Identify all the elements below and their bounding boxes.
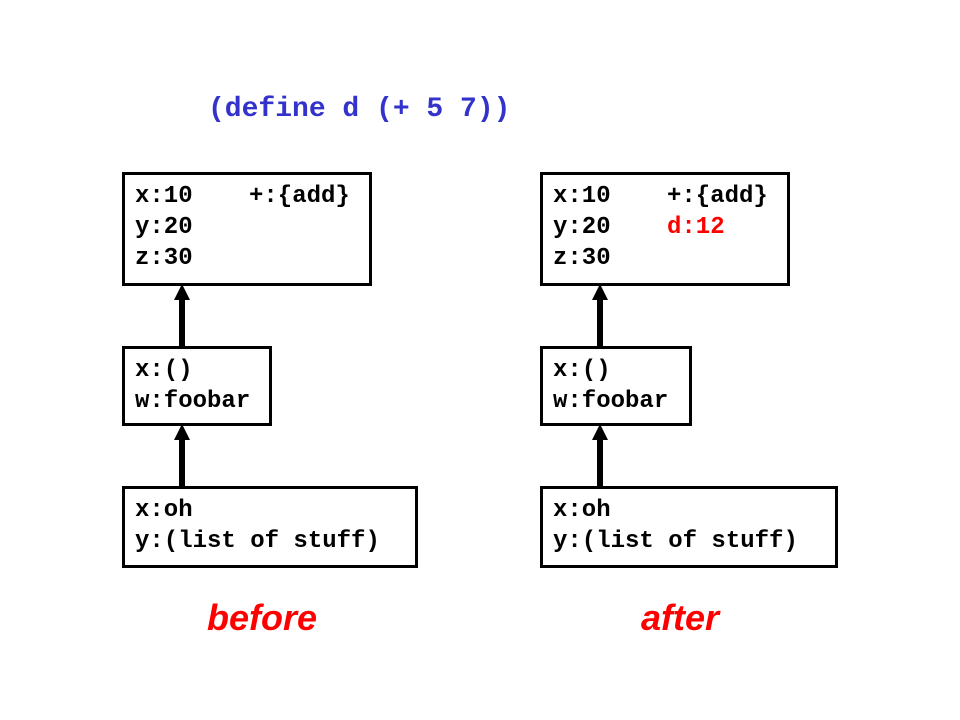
frame-row: x:10 +:{add} xyxy=(553,181,787,212)
before-label: before xyxy=(207,597,318,638)
binding: w:foobar xyxy=(553,388,669,415)
binding: y:20 xyxy=(553,214,611,241)
binding: x:10 xyxy=(553,183,611,210)
after-label: after xyxy=(641,597,720,638)
after-middle-frame: x:() w:foobar xyxy=(540,346,692,426)
binding: y:20 xyxy=(135,214,193,241)
binding: z:30 xyxy=(135,245,193,272)
frame-row: y:(list of stuff) xyxy=(135,526,415,557)
before-global-frame: x:10 +:{add} y:20 z:30 xyxy=(122,172,372,286)
binding: x:oh xyxy=(553,497,611,524)
after-pointer-arrow-lower xyxy=(592,424,608,490)
frame-row: z:30 xyxy=(553,243,787,274)
binding: x:() xyxy=(135,357,193,384)
binding: +:{add} xyxy=(249,183,350,210)
before-pointer-arrow-upper xyxy=(174,284,190,350)
frame-row: w:foobar xyxy=(135,386,269,417)
after-bottom-frame: x:oh y:(list of stuff) xyxy=(540,486,838,568)
binding: w:foobar xyxy=(135,388,251,415)
expression-title: (define d (+ 5 7)) xyxy=(208,94,511,125)
frame-row: y:20 xyxy=(135,212,369,243)
before-pointer-arrow-lower xyxy=(174,424,190,490)
frame-row: x:oh xyxy=(135,495,415,526)
binding: +:{add} xyxy=(667,183,768,210)
binding: x:10 xyxy=(135,183,193,210)
binding: z:30 xyxy=(553,245,611,272)
binding: x:oh xyxy=(135,497,193,524)
binding: x:() xyxy=(553,357,611,384)
binding: y:(list of stuff) xyxy=(135,528,380,555)
new-binding-highlight: d:12 xyxy=(667,214,725,241)
frame-row: x:() xyxy=(553,355,689,386)
binding: y:(list of stuff) xyxy=(553,528,798,555)
frame-row: x:() xyxy=(135,355,269,386)
frame-row: y:(list of stuff) xyxy=(553,526,835,557)
before-bottom-frame: x:oh y:(list of stuff) xyxy=(122,486,418,568)
frame-row: y:20 d:12 xyxy=(553,212,787,243)
frame-row: z:30 xyxy=(135,243,369,274)
frame-row: x:10 +:{add} xyxy=(135,181,369,212)
before-middle-frame: x:() w:foobar xyxy=(122,346,272,426)
after-global-frame: x:10 +:{add} y:20 d:12 z:30 xyxy=(540,172,790,286)
after-pointer-arrow-upper xyxy=(592,284,608,350)
frame-row: w:foobar xyxy=(553,386,689,417)
frame-row: x:oh xyxy=(553,495,835,526)
